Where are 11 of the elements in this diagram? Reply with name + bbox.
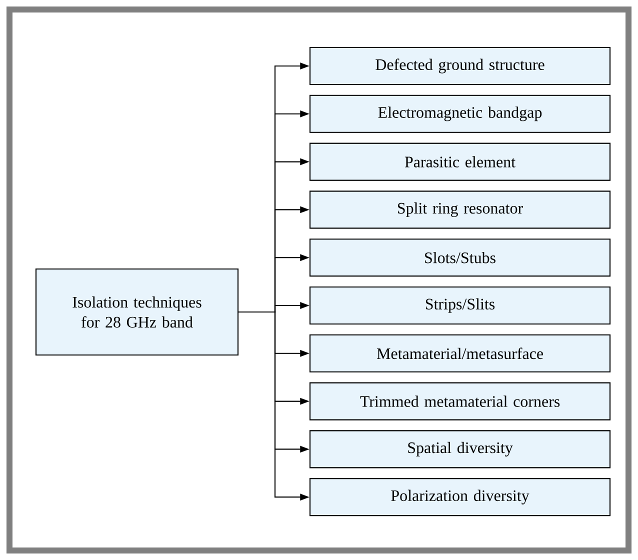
technique-box: Defected ground structure [309, 46, 611, 86]
technique-box: Slots/Stubs [309, 238, 611, 277]
technique-box: Parasitic element [309, 142, 611, 181]
technique-box: Metamaterial/metasurface [309, 334, 611, 372]
technique-box: Polarization diversity [309, 478, 611, 516]
technique-box: Trimmed metamaterial corners [309, 382, 611, 420]
technique-box: Split ring resonator [309, 190, 611, 229]
source-box: Isolation techniques for 28 GHz band [35, 268, 239, 356]
technique-box: Electromagnetic bandgap [309, 94, 611, 133]
technique-box: Spatial diversity [309, 430, 611, 468]
technique-box: Strips/Slits [309, 286, 611, 325]
